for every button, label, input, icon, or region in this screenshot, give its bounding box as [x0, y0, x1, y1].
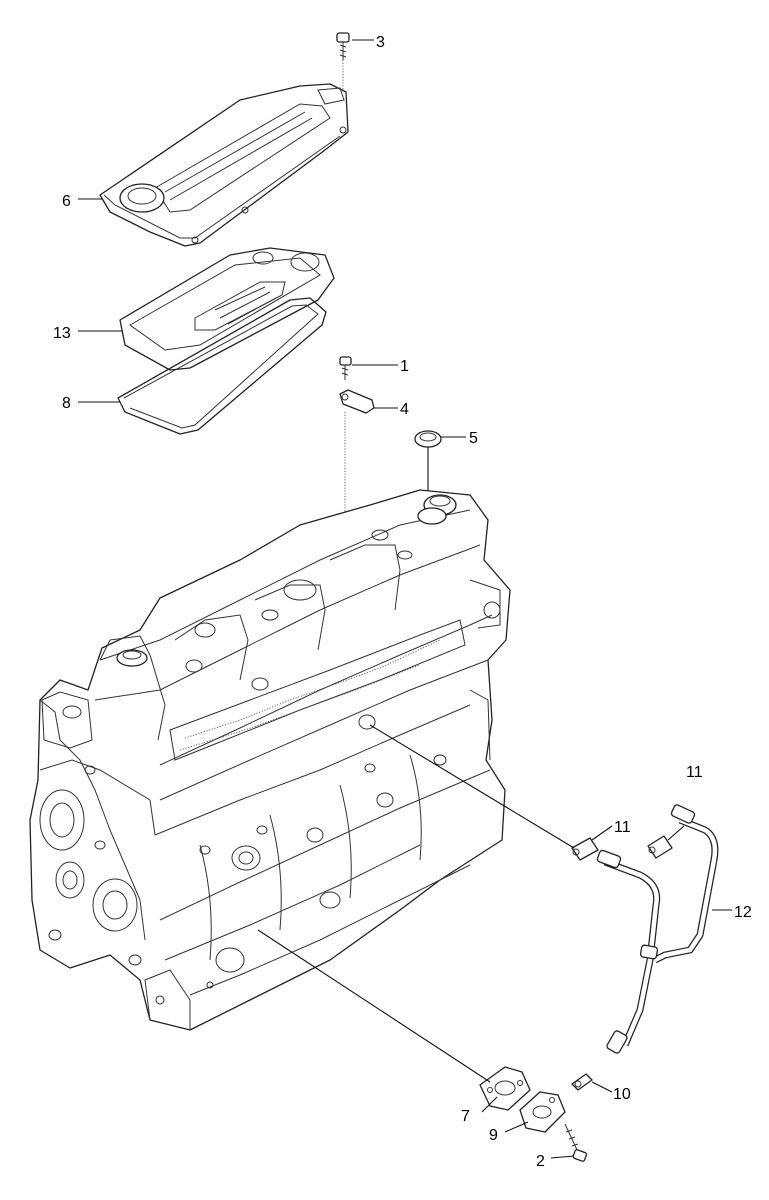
fitting-part-11-lower	[369, 724, 599, 861]
connector-part-10	[571, 1073, 593, 1091]
callout-8: 8	[62, 395, 71, 412]
gasket-part-8	[117, 297, 327, 435]
fitting-part-11-upper	[647, 835, 673, 859]
callout-3: 3	[376, 34, 385, 51]
seal-part-5	[414, 430, 442, 492]
callout-10: 10	[613, 1086, 631, 1103]
flange-part-9	[519, 1091, 566, 1133]
bolt-part-1	[339, 356, 352, 380]
callout-7: 7	[461, 1108, 470, 1125]
callout-9: 9	[489, 1127, 498, 1144]
callout-6: 6	[62, 193, 71, 210]
oil-pipe-part-12	[596, 804, 719, 1054]
callout-5: 5	[469, 430, 478, 447]
callout-13: 13	[53, 325, 71, 342]
callout-2: 2	[536, 1153, 545, 1170]
engine-block	[29, 489, 511, 1031]
callout-4: 4	[400, 401, 409, 418]
bolt-part-2	[564, 1123, 588, 1162]
callout-labels: 3 6 13 1 8 4 5 11 11 12 10 7 9 2	[53, 34, 752, 1170]
flange-part-7	[257, 929, 531, 1111]
callout-11-upper: 11	[686, 764, 703, 781]
callout-1: 1	[400, 358, 409, 375]
callout-11-lower: 11	[614, 819, 631, 836]
callout-12: 12	[734, 904, 752, 921]
baffle-part-13	[119, 247, 335, 371]
leader-lines	[78, 39, 732, 1159]
head-cover-part-6	[99, 83, 349, 247]
